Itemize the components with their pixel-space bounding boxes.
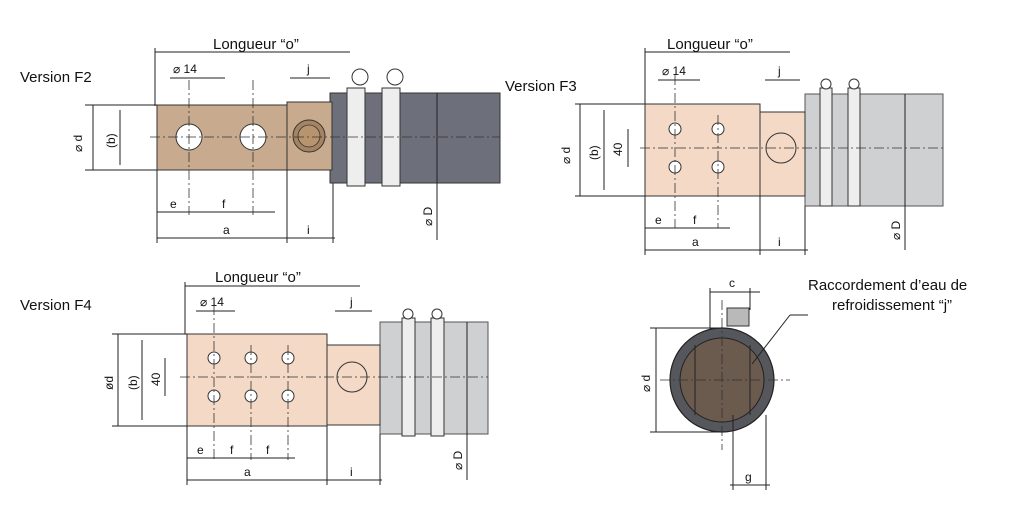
f3-d-label: ⌀ d xyxy=(559,147,573,164)
f4-e-label: e xyxy=(197,443,204,457)
section-caption-line-2: refroidissement “j” xyxy=(832,297,952,314)
section-caption-line-1: Raccordement d’eau de xyxy=(808,277,967,294)
cross-section-drawing: Raccordement d’eau de refroidissement “j… xyxy=(639,276,967,490)
f4-hole-diameter-label: ⌀ 14 xyxy=(200,295,224,309)
f4-f2-label: f xyxy=(266,443,270,457)
f2-clamp-screw-1 xyxy=(351,68,369,86)
f2-j-label: j xyxy=(306,62,310,76)
f3-hole-diameter-label: ⌀ 14 xyxy=(662,64,686,78)
f3-lug-body xyxy=(644,103,761,197)
f3-j-label: j xyxy=(777,64,781,78)
f3-clamp-screw-2 xyxy=(848,78,860,90)
f3-clamp-1 xyxy=(819,87,833,207)
section-g-label: g xyxy=(745,470,752,484)
f4-d-label: ød xyxy=(102,376,116,390)
f4-j-label: j xyxy=(349,295,353,309)
f3-40-label: 40 xyxy=(611,142,625,156)
section-leader-line xyxy=(751,314,791,365)
version-f2-drawing: Version F2 Longueur “o” ⌀ 14 j xyxy=(20,36,501,243)
f3-a-label: a xyxy=(692,235,699,249)
f3-length-label: Longueur “o” xyxy=(667,36,753,53)
f3-version-title: Version F3 xyxy=(505,78,577,95)
f2-hole-diameter-label: ⌀ 14 xyxy=(173,62,197,76)
f2-clamp-screw-2 xyxy=(386,68,404,86)
f2-D-label: ⌀ D xyxy=(421,206,435,226)
f2-water-connection-inner xyxy=(297,124,321,148)
f3-i-label: i xyxy=(778,235,781,249)
f4-D-label: ⌀ D xyxy=(451,450,465,470)
f4-40-label: 40 xyxy=(149,372,163,386)
f4-clamp-screw-1 xyxy=(402,308,414,320)
f3-clamp-2 xyxy=(847,87,861,207)
f2-b-label: (b) xyxy=(104,133,118,148)
f4-i-label: i xyxy=(350,465,353,479)
f4-version-title: Version F4 xyxy=(20,297,92,314)
section-d-label: ⌀ d xyxy=(639,375,653,392)
version-f4-drawing: Version F4 Longueur “o” ⌀ 14 j ød (b) xyxy=(20,269,489,485)
f4-clamp-screw-2 xyxy=(431,308,443,320)
f4-a-label: a xyxy=(244,465,251,479)
f2-i-label: i xyxy=(307,223,310,237)
f4-b-label: (b) xyxy=(126,375,140,390)
f4-length-label: Longueur “o” xyxy=(215,269,301,286)
f3-D-label: ⌀ D xyxy=(889,220,903,240)
f2-version-title: Version F2 xyxy=(20,69,92,86)
f2-length-label: Longueur “o” xyxy=(213,36,299,53)
section-c-label: c xyxy=(729,276,735,290)
f2-e-label: e xyxy=(170,197,177,211)
f4-f1-label: f xyxy=(230,443,234,457)
version-f3-drawing: Version F3 Longueur “o” ⌀ 14 j ⌀ d (b) 4… xyxy=(505,36,944,255)
f3-f-label: f xyxy=(693,213,697,227)
f3-clamp-screw-1 xyxy=(820,78,832,90)
f2-f-label: f xyxy=(222,197,226,211)
f2-a-label: a xyxy=(223,223,230,237)
f3-e-label: e xyxy=(655,213,662,227)
section-water-connector xyxy=(726,307,750,327)
f2-d-label: ⌀ d xyxy=(71,135,85,152)
f3-b-label: (b) xyxy=(587,145,601,160)
f4-lug-body xyxy=(186,333,328,427)
